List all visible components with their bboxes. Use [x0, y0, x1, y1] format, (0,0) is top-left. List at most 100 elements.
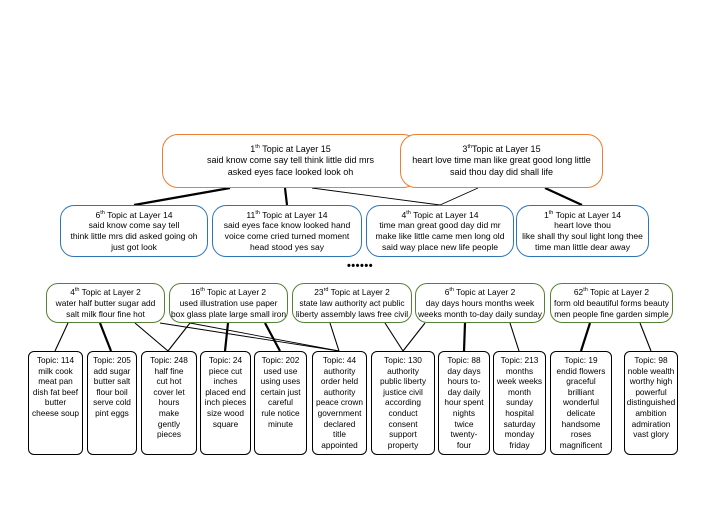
edge-20 [639, 322, 652, 352]
topic-words-line: using uses [260, 376, 301, 387]
topic-words-line: brilliant [567, 386, 595, 397]
topic-words-line: said eyes face know looked hand [223, 220, 351, 231]
topic-words-line: inches [213, 376, 238, 387]
topic-words-line: property [387, 439, 419, 450]
topic-rank: 23 [314, 286, 324, 297]
layer-label: Topic at Layer 2 [328, 286, 390, 297]
layer-ellipsis: •••••• [346, 260, 374, 272]
topic-words-line: serve cold [93, 397, 131, 408]
topic-words-line: worthy high [629, 376, 673, 387]
edge-1 [133, 186, 231, 207]
topic-words-line: water half butter sugar add [55, 297, 156, 308]
topic-words-line: authority [323, 365, 356, 376]
topic-words-line: butter salt [93, 376, 131, 387]
edge-10 [223, 322, 230, 352]
topic-words-line: certain just [260, 386, 301, 397]
topic-words-line: vast glory [633, 429, 669, 440]
topic-words-line: day days [447, 365, 481, 376]
rank-suffix: th [467, 143, 473, 150]
edge-8 [134, 322, 169, 352]
rank-suffix: th [255, 143, 260, 150]
layer-label: Topic at Layer 2 [204, 286, 267, 297]
topic-words-line: Topic: 44 [322, 355, 357, 365]
rank-suffix: th [200, 286, 205, 293]
edge-7 [98, 322, 113, 352]
edge-11 [264, 322, 281, 352]
topic-words-line: order held [320, 376, 359, 387]
topic-words-line: noble wealth [627, 365, 675, 376]
edge-15 [384, 322, 404, 352]
topic-words-line: make like little came men long old [375, 231, 505, 241]
topic-words-line: twice [454, 418, 474, 429]
topic-words-line: ambition [635, 407, 667, 418]
topic-words-line: endid flowers [556, 365, 606, 376]
topic-rank: 11 [246, 209, 256, 220]
node-title: 3thTopic at Layer 15 [462, 144, 540, 156]
topic-words-line: dish fat beef [32, 386, 79, 397]
topic-words-line: think little mrs did asked going oh [70, 231, 198, 241]
topic-words-line: weeks month to-day daily sunday [418, 308, 542, 319]
topic-rank: 62 [573, 286, 584, 297]
node-title: 1th Topic at Layer 14 [544, 210, 621, 221]
node-title: 23rd Topic at Layer 2 [314, 287, 390, 298]
edge-13 [189, 322, 340, 352]
topic-rank: 4 [401, 209, 407, 220]
topic-words-line: peace crown [315, 397, 364, 408]
layer-label: Topic at Layer 14 [553, 209, 622, 220]
rank-suffix: th [548, 209, 554, 216]
layer-label: Topic at Layer 2 [79, 286, 141, 297]
topic-words-line: make [158, 407, 180, 418]
topic-rank: 16 [190, 286, 201, 297]
topic-rank: 1 [543, 209, 549, 220]
rank-suffix: th [100, 209, 105, 216]
topic-words-line: gently [157, 418, 181, 429]
topic-rank: 6 [444, 286, 450, 297]
topic-words-line: time man great good day did mr [379, 220, 501, 231]
topic-words-line: authority [387, 365, 419, 376]
layer-label: Topic at Layer 14 [104, 209, 173, 220]
node-title: 4th Topic at Layer 2 [70, 287, 141, 298]
topic-words-line: Topic: 88 [447, 355, 481, 365]
topic-words-line: head stood yes say [249, 241, 325, 252]
topic-words-line: Topic: 98 [634, 355, 668, 365]
topic-words-line: support [389, 429, 417, 440]
rank-suffix: th [74, 286, 80, 293]
topic-words-line: placed end [205, 386, 246, 397]
edge-19 [579, 322, 592, 352]
topic-words-line: cut hot [156, 376, 182, 387]
topic-words-line: month [507, 386, 532, 397]
topic-words-line: appointed [321, 439, 358, 450]
topic-words-line: Topic: 248 [150, 355, 188, 365]
topic-words-line: heart love time man like great good long… [412, 155, 591, 166]
topic-words-line: authority [323, 386, 356, 397]
topic-words-line: cheese soup [31, 407, 80, 418]
topic-words-line: Topic: 24 [208, 355, 243, 365]
topic-words-line: like shall thy soul light long thee [522, 231, 643, 241]
topic-words-line: Topic: 19 [564, 355, 598, 365]
topic-words-line: title [333, 429, 346, 440]
topic-words-line: friday [509, 439, 530, 450]
node-title: 4th Topic at Layer 14 [401, 210, 478, 221]
topic-words-line: heart love thou [554, 220, 611, 231]
topic-rank: 6 [95, 209, 101, 220]
topic-words-line: men people fine garden simple [554, 308, 669, 319]
edge-5 [544, 187, 583, 206]
topic-words-line: day daily [447, 386, 481, 397]
topic-words-line: twenty- [450, 429, 478, 440]
layer-label: Topic at Layer 14 [259, 209, 328, 220]
topic-words-line: justice civil [383, 386, 423, 397]
topic-words-line: asked eyes face looked look oh [227, 166, 354, 177]
